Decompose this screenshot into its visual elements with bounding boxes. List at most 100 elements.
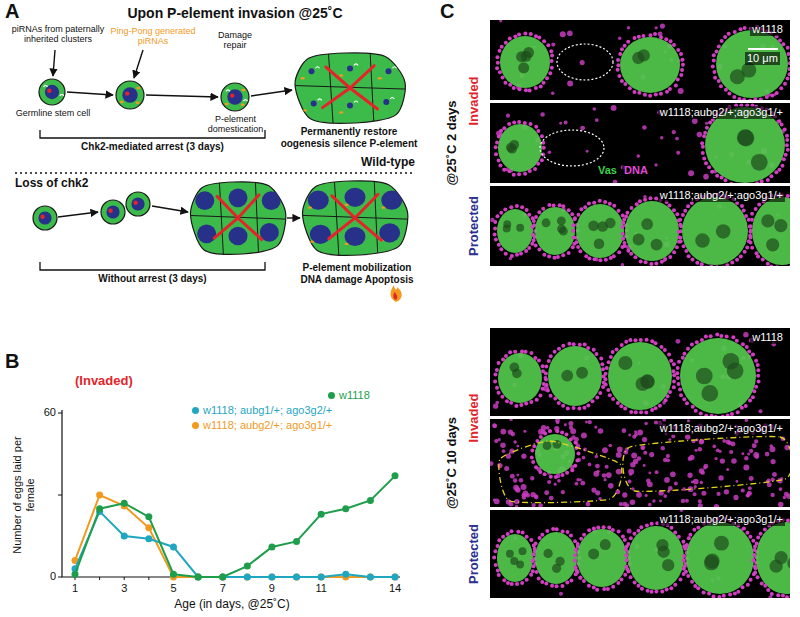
dna-dot — [500, 45, 504, 49]
nucleus — [106, 205, 119, 218]
dna-dot — [769, 264, 773, 266]
dna-dot — [507, 122, 511, 126]
dna-dot — [534, 86, 538, 90]
dna-dot — [576, 213, 580, 217]
dna-dot — [704, 414, 708, 416]
dna-dot — [581, 433, 587, 439]
dna-dot — [625, 558, 629, 562]
dna-dot — [715, 174, 719, 178]
dna-dot — [729, 182, 733, 183]
dna-dot — [624, 340, 628, 344]
dna-dot — [753, 565, 757, 569]
dna-dot — [654, 261, 658, 265]
dna-dot — [627, 26, 630, 29]
dna-dot — [541, 387, 545, 391]
dna-dot — [680, 58, 684, 62]
dna-dot — [747, 350, 751, 354]
dna-dot — [771, 459, 776, 464]
data-line — [75, 476, 395, 577]
dna-dot — [538, 536, 542, 540]
egg-chamber — [181, 175, 295, 261]
dna-dot — [632, 90, 636, 94]
germ-cell — [33, 206, 57, 230]
dna-dot — [700, 338, 704, 342]
dna-dot — [697, 132, 703, 138]
dna-dot — [621, 263, 624, 266]
dna-dot — [702, 134, 706, 138]
dna-dot — [600, 362, 604, 366]
dna-dot — [510, 474, 515, 479]
genotype-label: w1118;aubg2/+;ago3g1/+ — [658, 513, 785, 526]
dna-dot — [663, 494, 667, 498]
dna-dot — [500, 429, 506, 435]
micrograph-panel: w1118;aubg2/+;ago3g1/+ — [490, 419, 790, 507]
bracket-label: Chk2-mediated arrest (3 days) — [40, 141, 265, 153]
pirna-mark — [241, 104, 245, 106]
dna-dot — [517, 172, 521, 176]
nurse-nucleus — [774, 219, 787, 232]
dna-dot — [678, 223, 682, 227]
dna-dot — [556, 421, 559, 424]
axis-tick — [58, 413, 62, 414]
dna-dot — [598, 258, 602, 262]
dna-dot — [515, 487, 520, 492]
dna-dot — [749, 224, 753, 228]
dna-dot — [569, 426, 573, 430]
dna-dot — [624, 565, 628, 569]
dna-dot — [740, 204, 744, 208]
dna-dot — [560, 473, 564, 477]
pirna-mark — [310, 240, 314, 242]
dna-dot — [746, 493, 750, 497]
data-point — [96, 492, 103, 499]
dna-dot — [701, 470, 705, 474]
panel-letter: B — [5, 350, 19, 373]
dna-dot — [705, 126, 709, 130]
dna-dot — [715, 50, 719, 54]
dashed-outline — [623, 436, 790, 491]
dna-dot — [537, 359, 541, 363]
dna-dot — [517, 33, 521, 37]
dna-dot — [639, 260, 643, 264]
axis-title: Number of eggs laid per female — [11, 435, 36, 555]
dna-dot — [765, 95, 769, 99]
nurse-nucleus — [701, 385, 718, 402]
dna-dot — [683, 547, 687, 551]
data-point — [318, 574, 325, 581]
dna-dot — [731, 458, 737, 464]
nurse-nucleus — [618, 356, 632, 370]
dna-dot — [745, 345, 749, 349]
vas-chamber — [620, 37, 680, 93]
dna-dot — [785, 143, 789, 147]
dna-dot — [547, 359, 551, 363]
dna-dot — [544, 582, 548, 586]
dna-dot — [587, 528, 591, 532]
dna-dot — [669, 586, 673, 590]
pirna-mark — [136, 87, 140, 89]
dna-dot — [748, 486, 752, 490]
dna-dot — [622, 502, 627, 507]
dna-dot — [790, 594, 791, 598]
dna-dot — [633, 255, 637, 259]
dna-dot — [531, 233, 535, 237]
dna-dot — [733, 30, 737, 34]
dna-dot — [530, 448, 534, 452]
dna-dot — [567, 31, 573, 37]
dna-dot — [497, 135, 501, 139]
dna-dot — [754, 439, 758, 443]
dna-dot — [497, 158, 501, 162]
micrograph-ground — [490, 20, 790, 100]
dna-dot — [637, 430, 643, 436]
nurse-nucleus — [641, 218, 653, 230]
nurse-nucleus — [657, 546, 669, 558]
dna-dot — [673, 530, 677, 534]
dna-dot — [637, 91, 641, 95]
dna-dot — [712, 444, 716, 448]
dna-dot — [733, 592, 737, 596]
dna-dot — [684, 570, 688, 574]
dna-dot — [763, 584, 767, 588]
dna-dot — [680, 68, 684, 72]
nurse-nucleus — [544, 549, 553, 558]
pirna-mark — [316, 67, 320, 69]
dna-dot — [703, 466, 707, 470]
